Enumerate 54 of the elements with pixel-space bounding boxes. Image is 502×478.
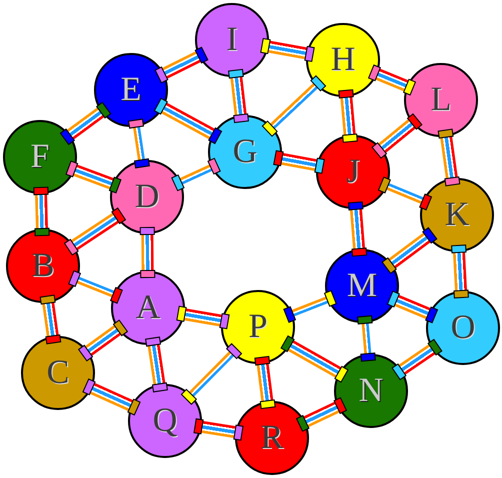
node-letter: K [444,198,470,232]
connector [228,68,249,124]
connector [280,335,349,383]
connector [40,294,62,344]
node-letter: H [330,43,356,77]
node-letter: M [346,269,378,303]
node-letter: O [450,311,476,345]
connector [145,336,168,392]
node-letter: A [136,291,160,325]
connector [60,102,112,146]
connector [180,343,242,405]
connector [78,319,128,362]
connector [254,356,276,410]
node-letter: B [32,249,54,283]
connector [65,160,122,194]
connector [154,46,208,84]
connector [64,207,126,256]
connector [154,98,222,144]
node-letter: N [358,374,384,408]
connector [128,118,150,168]
node-letter: C [46,356,70,390]
node-letter: L [430,83,452,117]
node-letter: Q [152,404,178,438]
connector [338,89,358,143]
connector [438,128,460,186]
connector [82,378,141,416]
connector [193,418,244,441]
node-letter: E [120,73,142,107]
connector [260,38,315,62]
node-letter: G [232,135,258,169]
node-letter: F [30,140,50,174]
connector [296,397,348,432]
node-letter: J [346,155,360,189]
connector [392,338,442,380]
connector [378,176,432,210]
node-letter: D [134,180,160,214]
connector [283,290,337,323]
connector [382,226,438,274]
connector [140,226,156,278]
node-letter: I [226,23,238,57]
connector [68,270,123,304]
connector [357,315,376,362]
node-letter: R [260,421,284,455]
connector [171,158,221,192]
connector [386,290,438,324]
connector [348,201,368,257]
connector [273,150,325,174]
connector [176,306,230,330]
connector [368,64,416,96]
node-letter: P [248,310,268,344]
connector [371,113,423,159]
connector [262,75,326,137]
connector [33,186,50,236]
connector [451,244,469,298]
